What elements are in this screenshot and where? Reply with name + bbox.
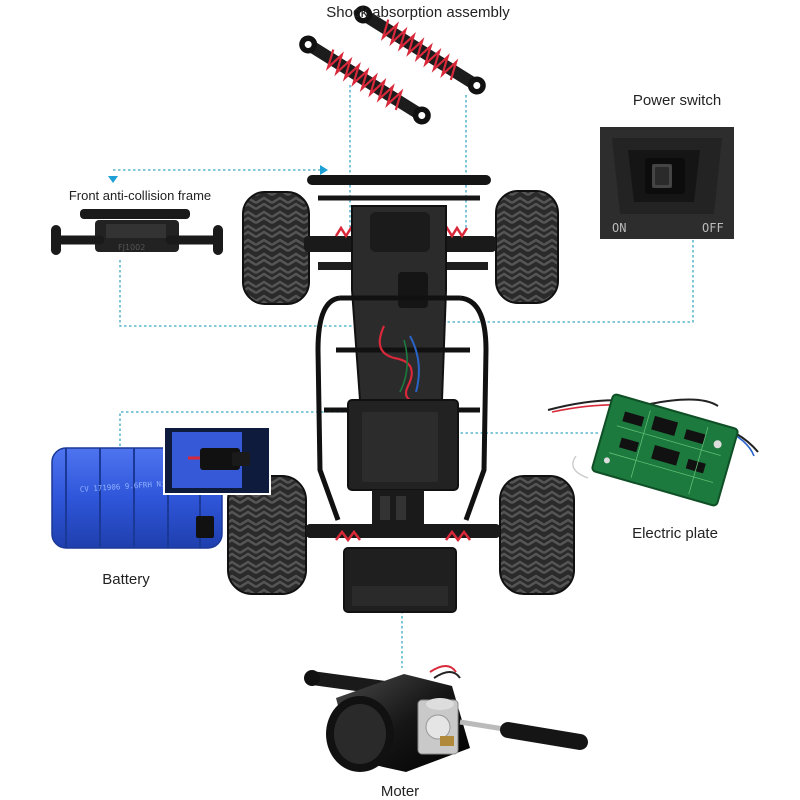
front-bumper-part: FJ1002 [51,209,223,255]
leader-front-frame-down [119,260,372,327]
leader-power-switch [418,240,694,323]
switch-off-mark: OFF [702,221,724,235]
battery-pack: CV 171906 9.6FRH Ni-Cd 600mAh [51,426,271,549]
label-front-anti-collision-frame: Front anti-collision frame [69,188,211,203]
arrow-down-icon [108,176,118,183]
chassis [227,175,575,613]
power-switch-photo: ON OFF [600,127,734,239]
label-power-switch: Power switch [633,92,721,109]
shock-absorber-1 [299,35,431,125]
front-right-tire [495,190,559,304]
arrow-right-icon [320,165,328,175]
label-electric-plate: Electric plate [632,525,718,542]
switch-on-mark: ON [612,221,626,235]
electric-plate-board [547,393,759,507]
rear-right-tire [499,475,575,595]
front-left-tire [242,191,310,305]
label-shock-absorption-assembly: Shock absorption assembly [326,4,510,21]
shock-absorber-2 [354,5,486,95]
motor-part [304,665,588,772]
label-motor: Moter [381,783,419,800]
bumper-print: FJ1002 [118,243,145,252]
leader-battery [119,411,348,446]
label-battery: Battery [102,571,150,588]
